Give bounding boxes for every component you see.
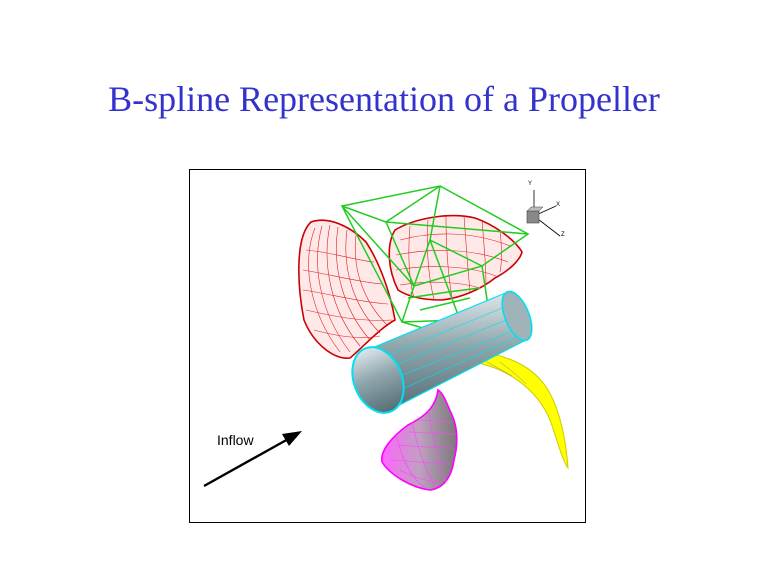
inflow-label: Inflow (217, 432, 254, 448)
axis-z-label: Z (561, 232, 565, 238)
blade-top-wireframe (388, 214, 523, 301)
axis-triad (526, 190, 561, 237)
axis-x-label: X (556, 202, 561, 208)
inflow-arrow (203, 431, 302, 488)
blade-bottom (381, 388, 458, 491)
blade-side (453, 352, 569, 470)
blade-left-wireframe (298, 219, 396, 359)
hub-cylinder (351, 290, 533, 414)
propeller-figure: Y X Z Inflow (189, 169, 586, 523)
axis-y-label: Y (528, 181, 533, 187)
slide-title: B-spline Representation of a Propeller (108, 79, 660, 119)
propeller-render (203, 185, 569, 491)
